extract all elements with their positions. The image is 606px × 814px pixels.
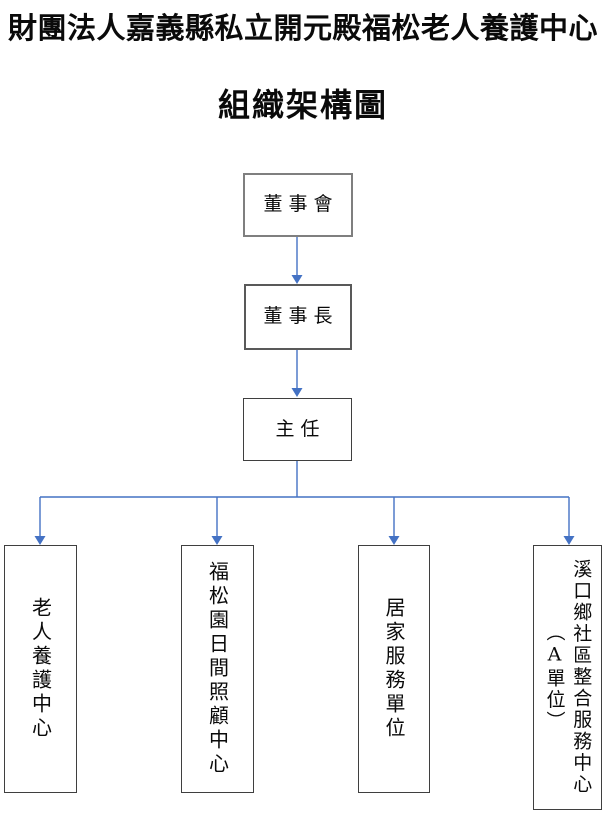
- org-box-label: 老人養護中心: [28, 597, 53, 741]
- arrowhead-icon: [291, 275, 303, 284]
- org-box-home-service-unit: 居家服務單位: [358, 545, 430, 793]
- org-box-director: 主任: [243, 398, 352, 461]
- org-box-elder-care-center: 老人養護中心: [4, 545, 77, 793]
- arrowhead-icon: [563, 536, 575, 545]
- page-title: 財團法人嘉義縣私立開元殿福松老人養護中心: [7, 11, 598, 45]
- org-box-board: 董事會: [243, 173, 353, 237]
- org-box-label: 董事會: [263, 193, 339, 216]
- org-box-day-care-center: 福松園日間照顧中心: [181, 545, 254, 793]
- org-box-chairman: 董事長: [244, 284, 352, 350]
- arrowhead-icon: [34, 536, 46, 545]
- org-box-label: 董事長: [263, 305, 339, 328]
- org-box-label: 主任: [275, 417, 326, 440]
- org-box-label-columns: （A單位） 溪口鄉社區整合服務中心: [543, 546, 593, 809]
- org-box-label: 福松園日間照顧中心: [205, 561, 230, 777]
- org-box-community-service-center: （A單位） 溪口鄉社區整合服務中心: [533, 545, 602, 810]
- org-box-sublabel: （A單位）: [543, 622, 566, 733]
- org-box-label: 居家服務單位: [382, 597, 406, 741]
- arrowhead-icon: [291, 388, 303, 397]
- arrowhead-icon: [211, 536, 223, 545]
- arrowhead-icon: [388, 536, 400, 545]
- org-box-label: 溪口鄉社區整合服務中心: [570, 559, 593, 796]
- chart-subtitle: 組織架構圖: [217, 86, 388, 124]
